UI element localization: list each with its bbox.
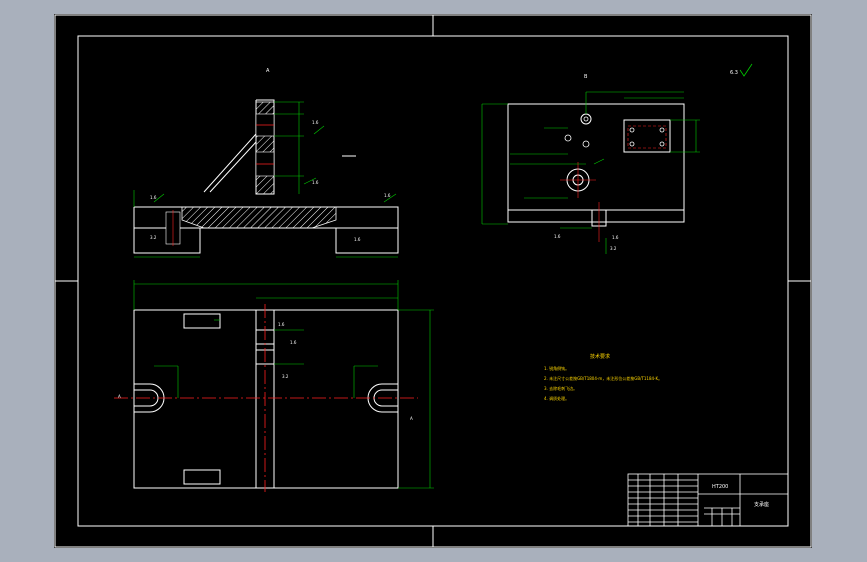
section-mark: A: [118, 394, 121, 399]
roughness-label: 1.6: [384, 193, 391, 198]
side-section-label: B: [584, 74, 588, 80]
section-hatch: [181, 206, 337, 229]
section-mark: A: [410, 416, 413, 421]
roughness-label: 1.6: [554, 234, 561, 239]
center-marks: [55, 15, 811, 547]
front-section-label: A: [266, 68, 270, 74]
note-line: 4. 调质处理。: [544, 395, 569, 401]
roughness-label: 1.6: [312, 120, 319, 125]
roughness-label: 1.6: [278, 322, 285, 327]
technical-requirements: 技术要求 1. 锐角倒钝。 2. 未注尺寸公差按GB/T1804-m，未注形位公…: [544, 353, 662, 401]
roughness-label: 1.6: [312, 180, 319, 185]
notes-title: 技术要求: [590, 353, 610, 360]
roughness-label: 1.6: [612, 235, 619, 240]
part-name-field: 支承座: [754, 501, 769, 508]
front-view: A 1.6 1.6 1.6 1.6 3.2 1.6: [133, 68, 399, 258]
cad-drawing: A 1.6 1.6 1.6 1.6 3.2 1.6: [54, 14, 812, 548]
sheet-border: [54, 14, 812, 548]
corner-roughness-symbol: 6.3: [730, 63, 753, 77]
roughness-label: 1.6: [150, 195, 157, 200]
note-line: 3. 去除毛刺飞边。: [544, 385, 577, 391]
top-view: A A 1.6 1.6 3.2: [114, 280, 434, 492]
roughness-label: 1.6: [354, 237, 361, 242]
roughness-label: 3.2: [150, 235, 157, 240]
material-field: HT200: [712, 484, 728, 490]
note-line: 1. 锐角倒钝。: [544, 365, 569, 371]
drawing-frame: [77, 35, 789, 527]
roughness-label: 3.2: [610, 246, 617, 251]
drawing-canvas: A 1.6 1.6 1.6 1.6 3.2 1.6: [54, 14, 812, 548]
note-line: 2. 未注尺寸公差按GB/T1804-m，未注形位公差按GB/T1184-K。: [544, 375, 662, 381]
svg-text:6.3: 6.3: [730, 70, 738, 76]
side-view: B 1.6 3.2 1.6: [481, 74, 700, 254]
roughness-label: 1.6: [290, 340, 297, 345]
roughness-label: 3.2: [282, 374, 289, 379]
title-block: [627, 473, 789, 527]
